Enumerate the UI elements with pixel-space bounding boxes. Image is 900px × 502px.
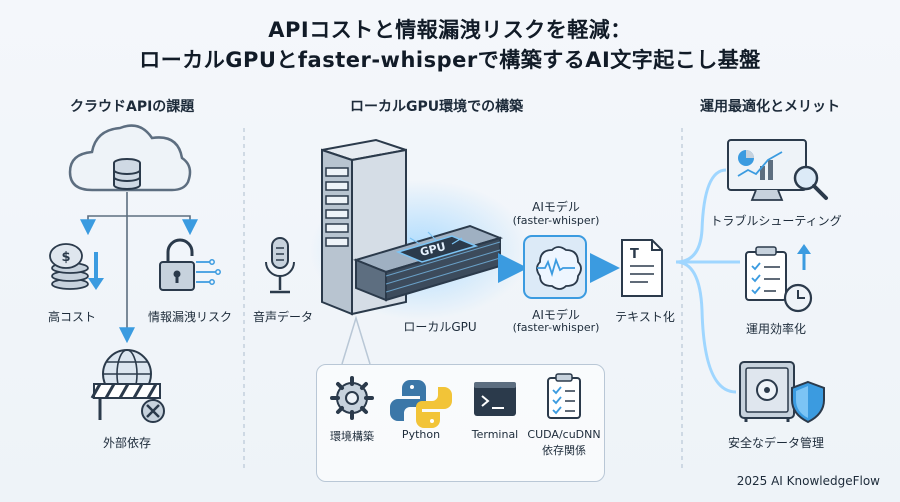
label-operational-efficiency: 運用効率化 [745, 322, 807, 336]
globe-barrier-icon [90, 349, 165, 423]
gpu-card-icon [352, 224, 504, 302]
tool-label-python: Python [401, 428, 441, 441]
microphone-icon [265, 237, 295, 294]
terminal-icon [474, 382, 516, 416]
label-high-cost: 高コスト [47, 310, 97, 324]
tool-label-cuda: CUDA/cuDNN [527, 428, 601, 441]
coins-cost-icon: $ [49, 243, 104, 290]
label-ai-model-top-sub: (faster-whisper) [512, 214, 600, 227]
tool-label-dependencies: 依存関係 [542, 444, 586, 457]
ai-brain-model-icon [523, 235, 587, 299]
label-ai-model-bottom: AIモデル [532, 308, 580, 322]
label-troubleshooting: トラブルシューティング [710, 214, 842, 228]
label-data-leak-risk: 情報漏洩リスク [147, 310, 233, 324]
text-document-icon: T [621, 239, 663, 297]
analytics-monitor-icon [727, 139, 828, 201]
label-text-conversion: テキスト化 [615, 310, 675, 324]
section-heading-cloud-issues: クラウドAPIの課題 [70, 99, 195, 115]
section-heading-local-gpu: ローカルGPU環境での構築 [350, 99, 524, 115]
svg-text:T: T [630, 247, 639, 262]
title-line-2: ローカルGPUとfaster-whisperで構築するAI文字起こし基盤 [139, 48, 761, 72]
clipboard-clock-icon [745, 244, 813, 313]
tool-label-environment: 環境構築 [330, 430, 374, 443]
title-line-1: APIコストと情報漏洩リスクを軽減： [268, 18, 632, 42]
label-external-dependency: 外部依存 [102, 436, 152, 450]
gear-icon [330, 376, 374, 420]
safe-shield-icon [739, 361, 825, 424]
label-secure-data-management: 安全なデータ管理 [727, 436, 825, 450]
footer-credit: 2025 AI KnowledgeFlow [736, 474, 880, 488]
svg-text:$: $ [61, 250, 70, 265]
python-logo-icon [390, 380, 452, 428]
label-audio-data: 音声データ [252, 310, 314, 324]
padlock-leak-icon [159, 238, 221, 291]
label-ai-model-top: AIモデル [532, 200, 580, 214]
tool-label-terminal: Terminal [471, 428, 519, 441]
section-heading-benefits: 運用最適化とメリット [700, 99, 840, 115]
cloud-database-icon [68, 124, 192, 192]
label-ai-model-bottom-sub: (faster-whisper) [512, 321, 600, 334]
checklist-icon [547, 373, 581, 419]
gpu-chip-label: GPU [419, 240, 447, 259]
label-local-gpu: ローカルGPU [403, 320, 477, 334]
